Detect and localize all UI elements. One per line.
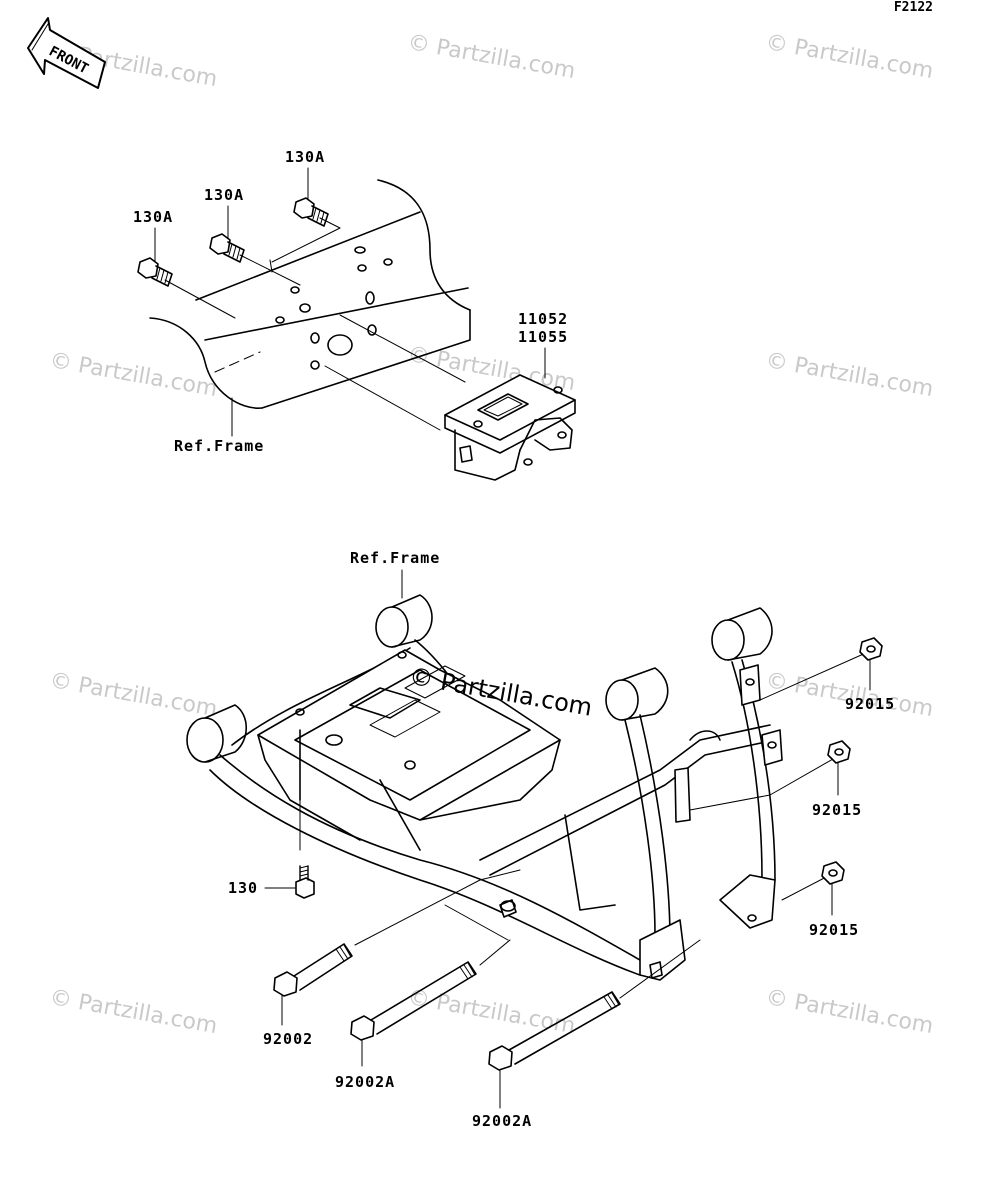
label-92002a: 92002A: [472, 1112, 533, 1130]
label-92002a: 92002A: [335, 1073, 396, 1091]
nut-92015-icon: [821, 861, 845, 885]
bolt-130a-icon: [209, 233, 245, 263]
upper-frame-section: [149, 179, 471, 431]
bolt-92002-icon: [273, 943, 353, 997]
diagram-code: F2122: [893, 0, 933, 15]
bracket-11052-icon: [444, 347, 576, 481]
label-92015: 92015: [809, 921, 860, 939]
engine-mount-frame: [186, 594, 783, 981]
bolt-130a-icon: [137, 257, 173, 287]
label-130a: 130A: [204, 186, 245, 204]
label-92002: 92002: [263, 1030, 314, 1048]
bolt-130a-icon: [293, 197, 329, 227]
bolt-92002a-icon: [488, 991, 621, 1071]
front-arrow-icon: FRONT: [27, 17, 106, 89]
label-ref-frame: Ref.Frame: [350, 549, 441, 567]
bolt-92002a-icon: [350, 961, 477, 1041]
label-11052: 11052: [518, 310, 569, 328]
label-92015: 92015: [812, 801, 863, 819]
bolt-130-icon: [295, 865, 315, 899]
nut-92015-icon: [827, 740, 851, 764]
label-ref-frame: Ref.Frame: [174, 437, 265, 455]
label-130: 130: [228, 879, 259, 897]
label-130a: 130A: [133, 208, 174, 226]
nut-92015-icon: [859, 637, 883, 661]
label-11055: 11055: [518, 328, 569, 346]
label-92015: 92015: [845, 695, 896, 713]
label-130a: 130A: [285, 148, 326, 166]
